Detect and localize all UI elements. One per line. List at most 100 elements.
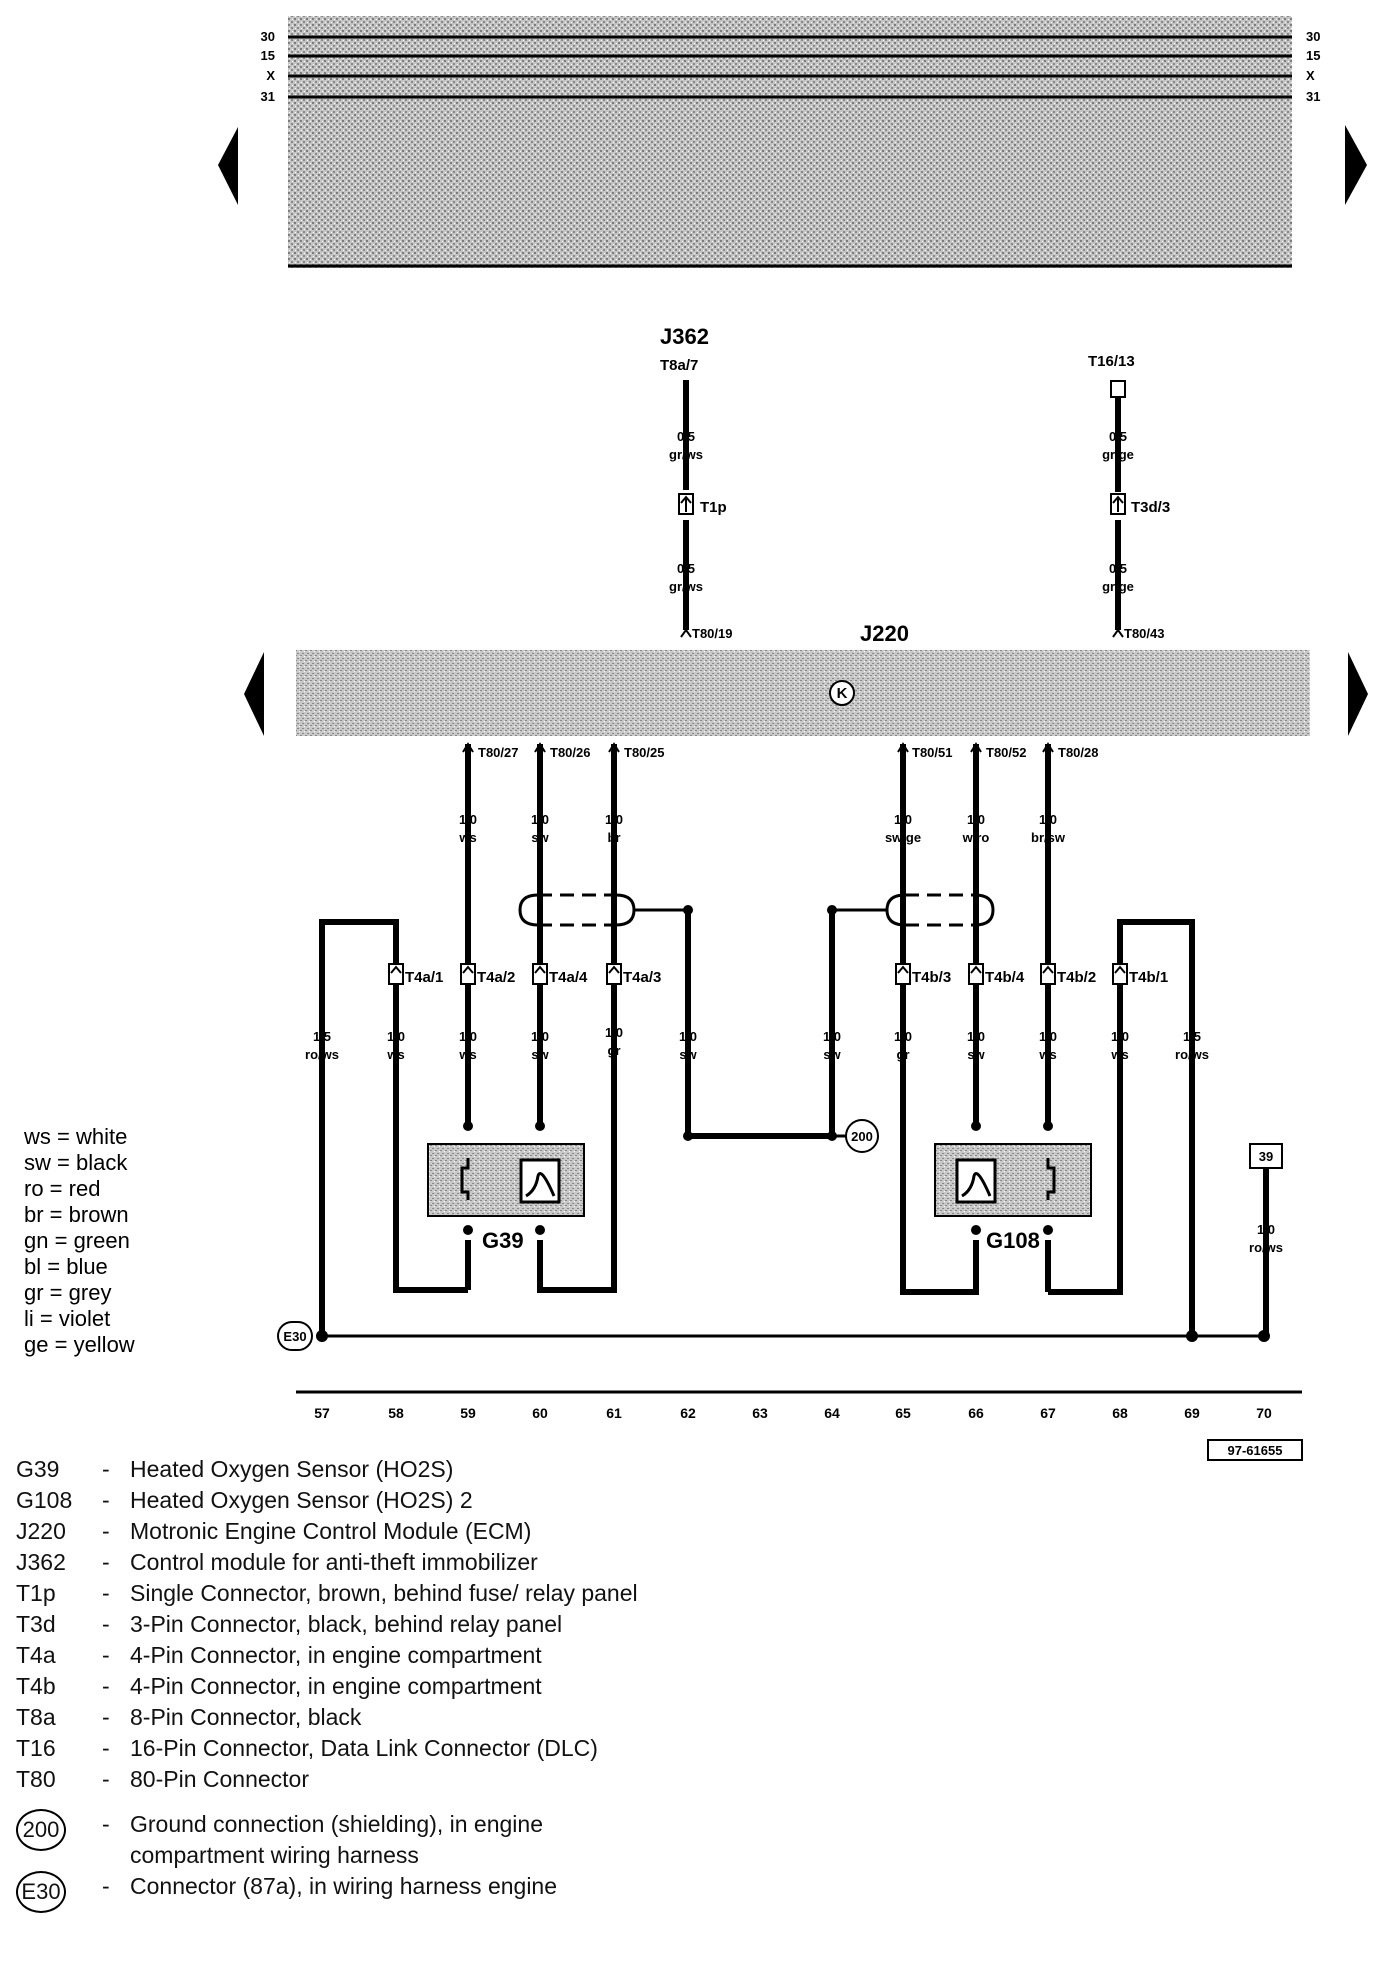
t3d-label: T3d/3: [1131, 499, 1170, 516]
pin-label: T80/51: [912, 745, 952, 760]
wire-color: sw: [679, 1047, 697, 1062]
track-number: 63: [752, 1405, 768, 1421]
wire-gauge: 0,5: [1109, 561, 1127, 576]
track-number: 69: [1184, 1405, 1200, 1421]
color-key-row: gn = green: [24, 1228, 130, 1253]
wire-gauge: 1,0: [387, 1029, 405, 1044]
wire-gauge: 0,5: [677, 561, 695, 576]
component-item: T16-16-Pin Connector, Data Link Connecto…: [16, 1735, 598, 1761]
k-symbol-label: K: [837, 685, 848, 702]
ref-39-box: [1249, 1143, 1283, 1169]
pin-label: T80/25: [624, 745, 664, 760]
sensor-g108: G108: [934, 1121, 1092, 1253]
wire-color: gr/ws: [669, 447, 703, 462]
connector-label: T4b/4: [985, 969, 1025, 986]
wire-gauge: 1,0: [1111, 1029, 1129, 1044]
component-item: G39-Heated Oxygen Sensor (HO2S): [16, 1456, 454, 1482]
component-item: T8a-8-Pin Connector, black: [16, 1704, 362, 1730]
color-key-row: gr = grey: [24, 1280, 112, 1305]
wire-gauge: 1,5: [313, 1029, 331, 1044]
wire-gauge: 1,0: [531, 1029, 549, 1044]
e30-label: E30: [283, 1329, 306, 1344]
wire-gauge: 1,0: [894, 1029, 912, 1044]
wire-color: sw: [967, 1047, 985, 1062]
wire-gauge: 1,0: [679, 1029, 697, 1044]
color-key-row: bl = blue: [24, 1254, 108, 1279]
j362-connector-label: T8a/7: [660, 357, 698, 374]
j362-label: J362: [660, 324, 709, 349]
heater-loop-right: [1048, 919, 1195, 1336]
component-item: J362-Control module for anti-theft immob…: [16, 1549, 538, 1575]
wire-color: gr: [608, 1043, 621, 1058]
t16-label: T16/13: [1088, 353, 1135, 370]
t16-connector-icon: [1110, 380, 1126, 398]
track-number: 68: [1112, 1405, 1128, 1421]
track-number: 58: [388, 1405, 404, 1421]
wire-color: ro/ws: [1175, 1047, 1209, 1062]
connector-label: T4b/2: [1057, 969, 1096, 986]
bus-label-31-right: 31: [1306, 89, 1320, 104]
bus-labels-right: 30 15 X 31: [1306, 29, 1320, 104]
pin-label: T80/26: [550, 745, 590, 760]
wire-color: sw: [531, 1047, 549, 1062]
color-key-row: li = violet: [24, 1306, 111, 1331]
wire-gauge: 0,5: [677, 429, 695, 444]
ground-200-label: 200: [851, 1129, 873, 1144]
component-item-e30: E30-Connector (87a), in wiring harness e…: [16, 1871, 1116, 1913]
wire-color: gr/ge: [1102, 579, 1134, 594]
bus-label-15-right: 15: [1306, 48, 1320, 63]
connector-label: T4a/3: [623, 969, 661, 986]
wire-gauge: 1,0: [1039, 812, 1057, 827]
heater-element-icon: [1046, 1158, 1056, 1200]
wire-gauge: 1,5: [1183, 1029, 1201, 1044]
pin-label: T80/19: [692, 626, 732, 641]
track-numbers: 57 58 59 60 61 62 63 64 65 66 67 68 69 7…: [314, 1405, 1272, 1421]
pin-label: T80/28: [1058, 745, 1098, 760]
component-item: T1p-Single Connector, brown, behind fuse…: [16, 1580, 638, 1606]
wire-color: gr/ge: [1102, 447, 1134, 462]
pin-label: T80/52: [986, 745, 1026, 760]
wire-color: ro/ws: [1249, 1240, 1283, 1255]
g108-label: G108: [986, 1228, 1040, 1253]
wire-color: gr: [897, 1047, 910, 1062]
upper-wires: [462, 742, 1054, 1282]
component-item: T80-80-Pin Connector: [16, 1766, 309, 1792]
bus-label-x: X: [266, 68, 275, 83]
track-number: 59: [460, 1405, 476, 1421]
component-item: T4b-4-Pin Connector, in engine compartme…: [16, 1673, 542, 1699]
color-key-row: ro = red: [24, 1176, 101, 1201]
bus-label-30-right: 30: [1306, 29, 1320, 44]
component-item: T4a-4-Pin Connector, in engine compartme…: [16, 1642, 542, 1668]
wire-gauge: 1,0: [459, 812, 477, 827]
shield-left: [518, 893, 693, 1136]
wire-color: ws: [458, 1047, 476, 1062]
pin-label: T80/27: [478, 745, 518, 760]
bus-label-31: 31: [261, 89, 275, 104]
wire-gauge: 1,0: [459, 1029, 477, 1044]
track-number: 57: [314, 1405, 330, 1421]
connector-label: T4b/3: [912, 969, 951, 986]
arrow-left-icon: [244, 652, 264, 736]
arrow-right-icon: [1348, 652, 1368, 736]
wire-color: br/sw: [1031, 830, 1066, 845]
wire-color: sw: [531, 830, 549, 845]
wire-gauge: 1,0: [894, 812, 912, 827]
connector-label: T4b/1: [1129, 969, 1168, 986]
e30-symbol: E30: [16, 1871, 66, 1913]
ecm-bottom-pins: T80/27 T80/26 T80/25 T80/51 T80/52 T80/2…: [478, 745, 1098, 760]
t4b-connectors: T4b/3 T4b/4 T4b/2 T4b/1: [895, 963, 1168, 986]
g39-label: G39: [482, 1228, 524, 1253]
ecm-panel: [296, 650, 1310, 736]
figure-ref-box: [1207, 1439, 1303, 1461]
e30-icon: [277, 1321, 313, 1351]
wire-color: ws: [1038, 1047, 1056, 1062]
component-item: T3d-3-Pin Connector, black, behind relay…: [16, 1611, 563, 1637]
lower-wire-labels: 1,5 ro/ws 1,0 ws 1,0 ws 1,0 sw 1,0 gr 1,…: [305, 1025, 1209, 1062]
wire-gauge: 1,0: [1039, 1029, 1057, 1044]
j220-label: J220: [860, 621, 909, 646]
connector-label: T4a/1: [405, 969, 443, 986]
arrow-right-icon: [1345, 125, 1367, 205]
arrow-left-icon: [218, 127, 238, 205]
k-symbol-icon: [829, 680, 855, 706]
